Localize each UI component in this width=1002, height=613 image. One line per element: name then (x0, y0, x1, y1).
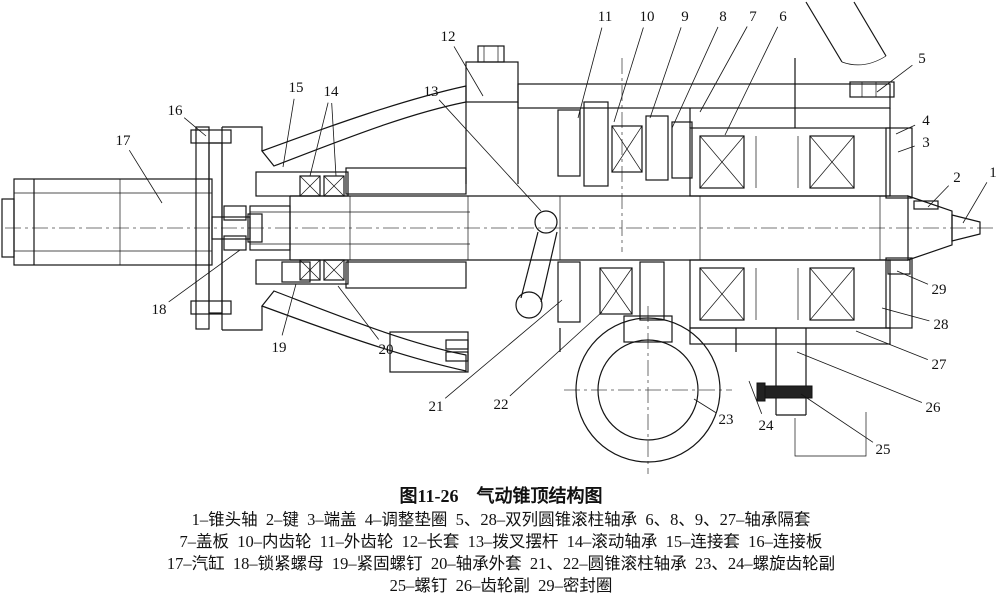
leader-line (800, 393, 874, 443)
bell-housing (221, 85, 467, 372)
caption-line: 25–螺钉 26–齿轮副 29–密封圈 (389, 576, 613, 595)
callout-number: 29 (932, 282, 947, 298)
callout-number: 27 (932, 357, 948, 373)
leader-line (613, 27, 644, 123)
callout-number: 7 (749, 9, 757, 25)
leader-line (309, 102, 329, 177)
callout-number: 25 (876, 442, 891, 458)
callout-number: 9 (681, 9, 689, 25)
leader-line (693, 398, 717, 413)
upper-tower (465, 45, 519, 184)
callout-number: 23 (719, 412, 734, 428)
lock-nut (223, 205, 291, 251)
leader-line (438, 99, 542, 212)
lower-block (389, 331, 469, 373)
callout-number: 16 (168, 103, 184, 119)
bracket-screw (756, 328, 813, 416)
callout-number: 28 (934, 317, 949, 333)
leader-line (881, 307, 930, 322)
figure-title: 图11-26 气动锥顶结构图 (0, 483, 1002, 509)
leader-line (128, 149, 163, 204)
callout-number: 10 (640, 9, 655, 25)
callout-number: 20 (379, 342, 394, 358)
leader-line (168, 249, 241, 303)
caption-line: 1–锥头轴 2–键 3–端盖 4–调整垫圈 5、28–双列圆锥滚柱轴承 6、8、… (191, 510, 811, 529)
leader-line (855, 330, 928, 360)
callout-number: 12 (441, 29, 456, 45)
figure-caption: 图11-26 气动锥顶结构图 1–锥头轴 2–键 3–端盖 4–调整垫圈 5、28… (0, 483, 1002, 597)
callout-number: 22 (494, 397, 509, 413)
caption-line: 17–汽缸 18–锁紧螺母 19–紧固螺钉 20–轴承外套 21、22–圆锥滚柱… (166, 554, 836, 573)
figure-title-text: 气动锥顶结构图 (476, 486, 603, 506)
callout-number: 24 (759, 418, 775, 434)
caption-line: 7–盖板 10–内齿轮 11–外齿轮 12–长套 13–拨叉摆杆 14–滚动轴承… (179, 532, 823, 551)
leader-line (444, 299, 563, 399)
leader-line (509, 311, 603, 397)
bearing-housing-lower (689, 259, 891, 345)
leader-line (927, 185, 949, 208)
leader-line (453, 46, 484, 97)
callout-number: 5 (918, 51, 926, 67)
callout-number: 21 (429, 399, 444, 415)
technical-drawing: 1234567891011121314151617181920212223242… (1, 1, 997, 474)
callout-number: 15 (289, 80, 304, 96)
section-break-line (794, 412, 867, 457)
leader-line (281, 283, 297, 336)
gear-cluster-lower (557, 261, 665, 323)
gear-cluster-upper (557, 101, 693, 187)
leader-line (331, 102, 337, 177)
callout-number: 6 (779, 9, 787, 25)
callout-number: 13 (424, 84, 439, 100)
fork-lever (515, 210, 558, 319)
leader-line (577, 27, 603, 119)
callout-number: 19 (272, 340, 287, 356)
callout-number: 14 (324, 84, 340, 100)
leader-line (962, 182, 988, 224)
air-cylinder (1, 178, 251, 266)
leader-line (649, 27, 682, 119)
main-shaft (250, 195, 981, 261)
callout-number: 11 (598, 9, 612, 25)
cover-plate (517, 83, 891, 109)
bolt-5 (849, 81, 895, 98)
leader-line (183, 117, 207, 137)
centerlines-group (5, 58, 997, 474)
callout-number: 4 (922, 113, 930, 129)
fastening-screw (281, 261, 311, 283)
leader-line (897, 145, 915, 153)
bearing-housing-upper (689, 127, 891, 197)
leader-line (699, 26, 748, 113)
figure-number: 图11-26 (399, 486, 459, 506)
callout-number: 18 (152, 302, 167, 318)
leader-line (671, 26, 719, 129)
leader-line (896, 270, 929, 285)
leader-line (748, 380, 763, 414)
leader-line (895, 124, 916, 135)
leader-line (337, 285, 380, 340)
leader-line (724, 26, 779, 136)
callout-number: 26 (926, 400, 942, 416)
top-right-rod (794, 1, 891, 128)
callout-number: 17 (116, 133, 132, 149)
leader-line (796, 351, 923, 403)
leader-line (876, 64, 913, 93)
callout-number: 1 (989, 165, 997, 181)
callout-number: 8 (719, 9, 727, 25)
leader-line (282, 98, 295, 168)
callout-number: 2 (953, 170, 961, 186)
helical-gear-pair (559, 315, 737, 463)
callout-number: 3 (922, 135, 930, 151)
